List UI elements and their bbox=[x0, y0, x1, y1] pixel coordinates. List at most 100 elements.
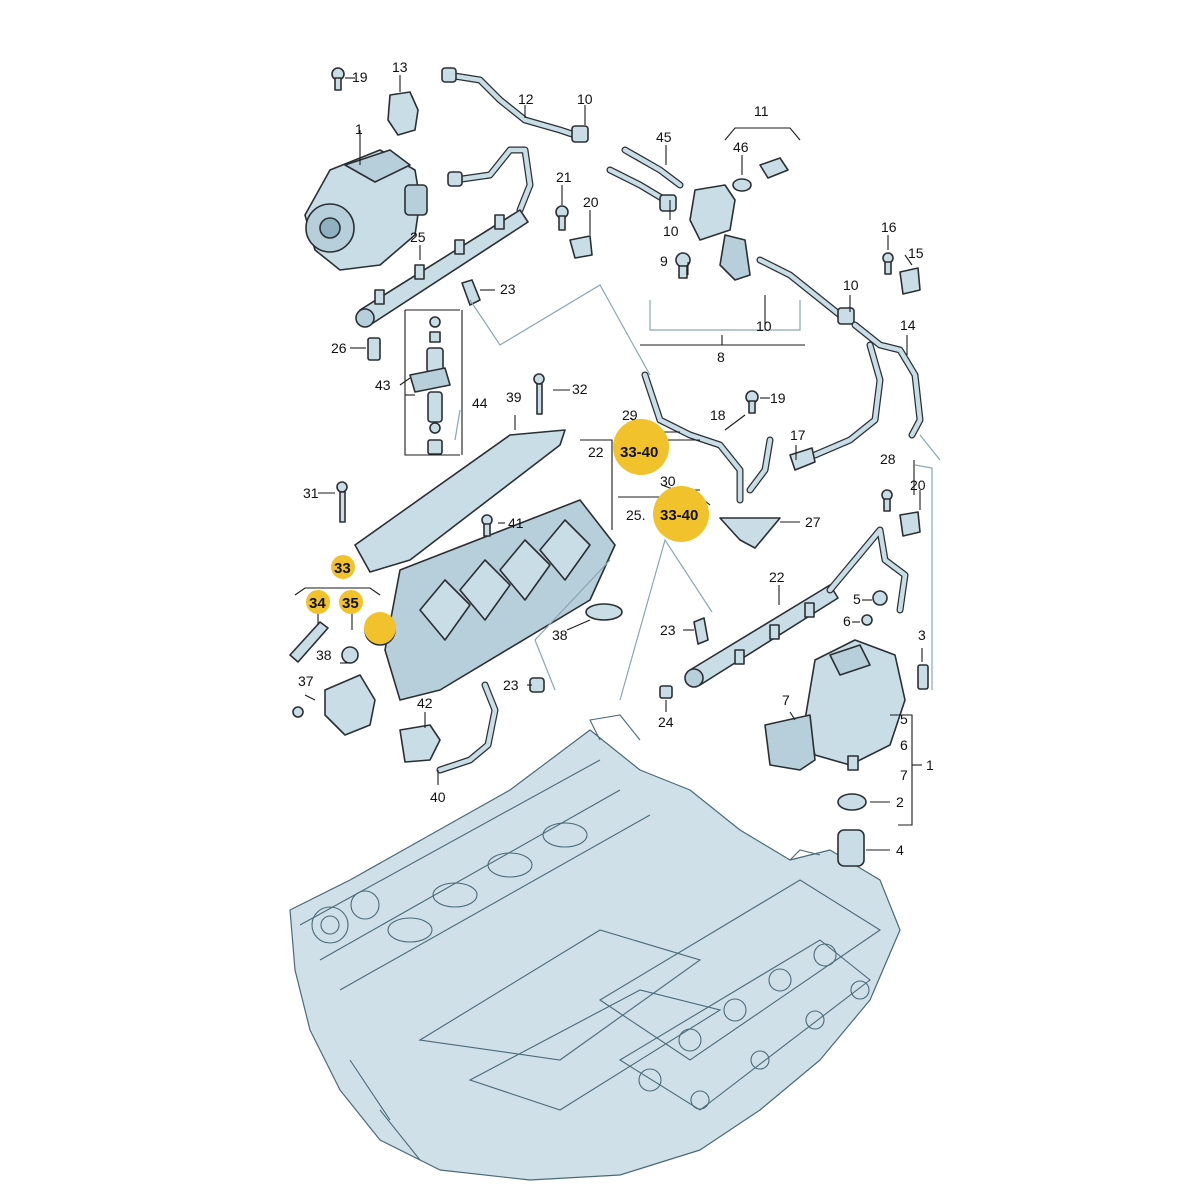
yellow-circle-icon bbox=[364, 612, 396, 644]
callout-7-right: 7 bbox=[900, 767, 908, 783]
callout-6-left: 6 bbox=[843, 613, 851, 629]
bolt-5 bbox=[872, 590, 888, 606]
callout-10-bottom: 10 bbox=[756, 318, 772, 334]
callout-5-right: 5 bbox=[900, 711, 908, 727]
bracket-27 bbox=[719, 517, 781, 549]
highlight-markers bbox=[306, 419, 709, 644]
pin-34 bbox=[289, 621, 329, 663]
bolt-31 bbox=[336, 481, 348, 523]
callout-10-mid: 10 bbox=[663, 223, 679, 239]
callout-3: 3 bbox=[918, 627, 926, 643]
washer-6 bbox=[861, 614, 873, 626]
injector-43 bbox=[409, 316, 451, 455]
callout-39: 39 bbox=[506, 389, 522, 405]
callout-19-mid: 19 bbox=[770, 390, 786, 406]
plug-26 bbox=[367, 337, 381, 361]
callout-26: 26 bbox=[331, 340, 347, 356]
callout-10-top: 10 bbox=[577, 91, 593, 107]
clamp-15 bbox=[899, 267, 921, 295]
intake-manifold-39 bbox=[354, 429, 616, 701]
callout-18: 18 bbox=[710, 407, 726, 423]
callout-8: 8 bbox=[717, 349, 725, 365]
bolt-41 bbox=[481, 514, 493, 537]
callout-44: 44 bbox=[472, 395, 488, 411]
callout-43: 43 bbox=[375, 377, 391, 393]
callout-1-right: 1 bbox=[926, 757, 934, 773]
callout-27: 27 bbox=[805, 514, 821, 530]
hose-10-right bbox=[756, 256, 855, 325]
guide-lines bbox=[454, 284, 941, 701]
yellow-circle-icon bbox=[339, 590, 363, 614]
callout-10-right: 10 bbox=[843, 277, 859, 293]
callout-28: 28 bbox=[880, 451, 896, 467]
line-40 bbox=[436, 681, 499, 774]
callout-25-mid: 25. bbox=[626, 507, 645, 523]
callout-12: 12 bbox=[518, 91, 534, 107]
callout-35: 35 bbox=[342, 595, 359, 612]
sensor-23-right bbox=[693, 617, 709, 645]
callout-labels: 19 13 1 12 10 11 45 46 21 20 10 9 25 23 … bbox=[298, 59, 934, 858]
sensor-42 bbox=[399, 724, 441, 763]
bolt-9 bbox=[675, 252, 691, 279]
callout-37: 37 bbox=[298, 673, 314, 689]
callout-38-left: 38 bbox=[316, 647, 332, 663]
callout-13: 13 bbox=[392, 59, 408, 75]
actuator-37 bbox=[324, 674, 376, 736]
callout-1-top: 1 bbox=[355, 121, 363, 137]
seal-2 bbox=[837, 793, 867, 811]
callout-25-top: 25 bbox=[410, 229, 426, 245]
valve-11 bbox=[689, 157, 789, 281]
reference-33-40-second: 33-40 bbox=[660, 507, 698, 524]
sensor-17 bbox=[789, 447, 816, 471]
gasket-38-right bbox=[585, 603, 623, 621]
callout-41: 41 bbox=[508, 515, 524, 531]
fuel-line-12 bbox=[441, 67, 589, 143]
seal-38-left bbox=[341, 646, 359, 664]
clamp-20-right bbox=[899, 511, 921, 537]
bolt-19-mid bbox=[745, 390, 759, 414]
callout-33: 33 bbox=[334, 560, 351, 577]
callout-4: 4 bbox=[896, 842, 904, 858]
bolt-37 bbox=[292, 706, 304, 718]
callout-23-mid: 23 bbox=[503, 677, 519, 693]
hose-45 bbox=[606, 146, 684, 212]
yellow-circle-icon bbox=[613, 419, 669, 475]
high-pressure-pump-right bbox=[764, 639, 906, 771]
yellow-circle-icon bbox=[331, 555, 355, 579]
bolt-28 bbox=[881, 489, 893, 512]
callout-7-left: 7 bbox=[782, 692, 790, 708]
callout-17: 17 bbox=[790, 427, 806, 443]
pressure-line-14 bbox=[851, 321, 924, 439]
callout-29: 29 bbox=[622, 407, 638, 423]
reference-33-40-first: 33-40 bbox=[620, 444, 658, 461]
callout-46: 46 bbox=[733, 139, 749, 155]
bolt-3 bbox=[917, 664, 929, 690]
clamp-20-top bbox=[569, 235, 593, 259]
pressure-line-top bbox=[447, 146, 534, 214]
callout-21: 21 bbox=[556, 169, 572, 185]
callout-38-right: 38 bbox=[552, 627, 568, 643]
callout-34: 34 bbox=[309, 595, 326, 612]
callout-23-right: 23 bbox=[660, 622, 676, 638]
engine-block bbox=[289, 714, 901, 1181]
callout-19-top: 19 bbox=[352, 69, 368, 85]
sensor-23-top bbox=[461, 279, 481, 306]
callout-16: 16 bbox=[881, 219, 897, 235]
callout-23-top: 23 bbox=[500, 281, 516, 297]
tappet-4 bbox=[837, 829, 865, 867]
high-pressure-pump-left bbox=[304, 149, 428, 271]
callout-45: 45 bbox=[656, 129, 672, 145]
callout-40: 40 bbox=[430, 789, 446, 805]
callout-32: 32 bbox=[572, 381, 588, 397]
callout-6-right: 6 bbox=[900, 737, 908, 753]
callout-20-right: 20 bbox=[910, 477, 926, 493]
callout-42: 42 bbox=[417, 695, 433, 711]
callout-20-top: 20 bbox=[583, 194, 599, 210]
callout-31: 31 bbox=[303, 485, 319, 501]
bolt-21 bbox=[555, 205, 569, 231]
plug-24 bbox=[659, 685, 673, 699]
fuel-rail-25 bbox=[355, 209, 529, 328]
fuel-rail-22 bbox=[684, 526, 909, 688]
